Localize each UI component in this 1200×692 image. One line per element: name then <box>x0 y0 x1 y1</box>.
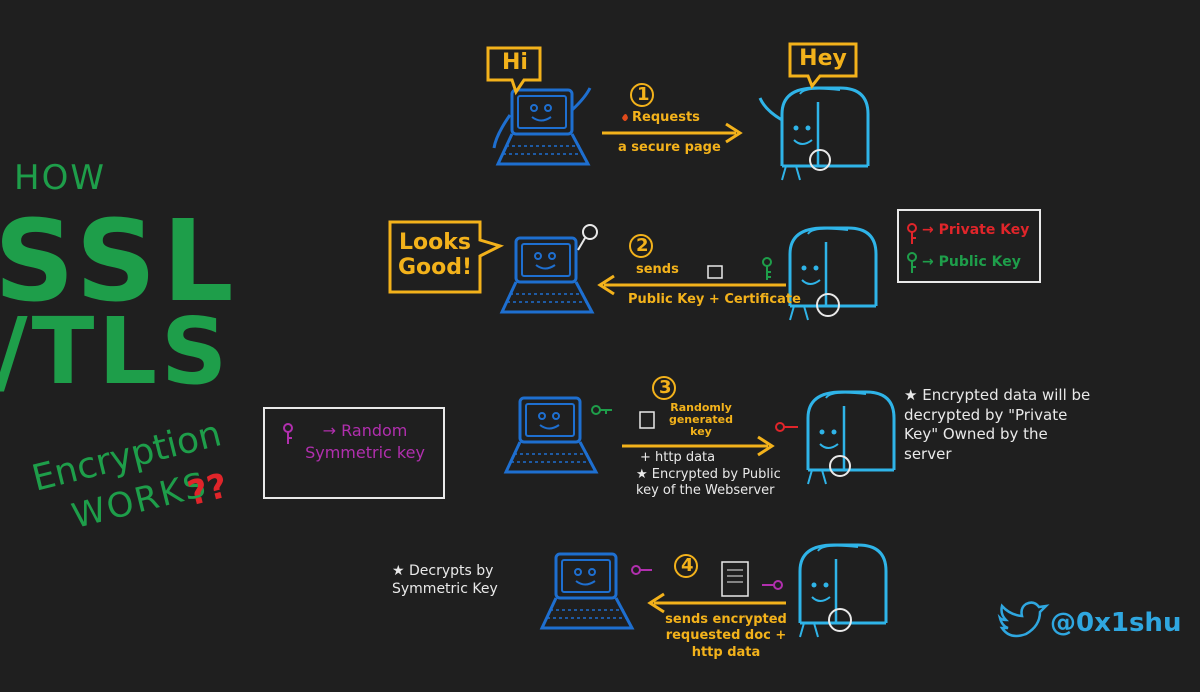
twitter-handle[interactable]: @0x1shu <box>1050 608 1182 638</box>
legend-private-key: → Private Key <box>922 222 1030 238</box>
legend-public-key: → Public Key <box>922 254 1021 270</box>
step3-client-laptop <box>504 396 612 474</box>
step4-arrow <box>647 554 786 614</box>
step3-server-note-text: Encrypted data will be decrypted by "Pri… <box>904 386 1091 463</box>
step3-star-note-text: Encrypted by Public key of the Webserver <box>636 467 781 499</box>
step1-server <box>758 86 870 182</box>
step3-star-note: ★ Encrypted by Public key of the Webserv… <box>636 467 786 500</box>
key-legend-box <box>897 209 1041 283</box>
star-icon: ★ <box>636 467 652 482</box>
step4-label: sends encrypted requested doc + http dat… <box>665 612 787 660</box>
symmetric-key-legend-box <box>263 407 445 499</box>
step2-looksgood-text: Looks Good! <box>397 230 473 281</box>
step1-number: 1 <box>637 84 650 105</box>
star-icon: ★ <box>904 386 923 404</box>
step3-server-note: ★ Encrypted data will be decrypted by "P… <box>904 386 1094 464</box>
step1-hey-text: Hey <box>799 46 847 71</box>
step2-looksgood-bubble <box>388 220 505 294</box>
star-icon: ★ <box>392 563 410 579</box>
step1-hey-bubble <box>788 42 858 89</box>
step1-hi-text: Hi <box>502 50 528 75</box>
step2-arrow <box>597 234 786 296</box>
step1-hi-bubble <box>486 46 542 96</box>
symmetric-key-legend-text: → Random Symmetric key <box>305 421 425 462</box>
step3-server <box>775 390 896 486</box>
step3-number: 3 <box>659 377 672 398</box>
step3-label-bottom: + http data <box>640 450 716 465</box>
step4-client-note: ★ Decrypts by Symmetric Key <box>392 562 520 598</box>
title-tls: /TLS <box>0 298 232 405</box>
step2-client-laptop <box>500 224 598 314</box>
step2-server <box>762 226 878 322</box>
step2-number: 2 <box>636 235 649 256</box>
step2-label-bottom: Public Key + Certificate <box>628 292 801 307</box>
step3-label-key: Randomly generated key <box>668 401 734 439</box>
step1-arrow <box>602 83 743 144</box>
title-how: HOW <box>14 158 106 198</box>
step4-server <box>762 543 888 639</box>
step4-number: 4 <box>681 555 694 576</box>
step1-label-top: Requests <box>632 110 700 125</box>
step4-client-laptop <box>540 552 652 630</box>
step2-label-top: sends <box>636 262 679 277</box>
title-ssl: SSL <box>0 197 240 327</box>
twitter-bird-icon <box>997 601 1050 638</box>
step1-label-bottom: a secure page <box>618 140 721 155</box>
step4-client-note-text: Decrypts by Symmetric Key <box>392 563 498 598</box>
step1-client-laptop <box>492 87 592 166</box>
step3-arrow <box>622 376 775 457</box>
